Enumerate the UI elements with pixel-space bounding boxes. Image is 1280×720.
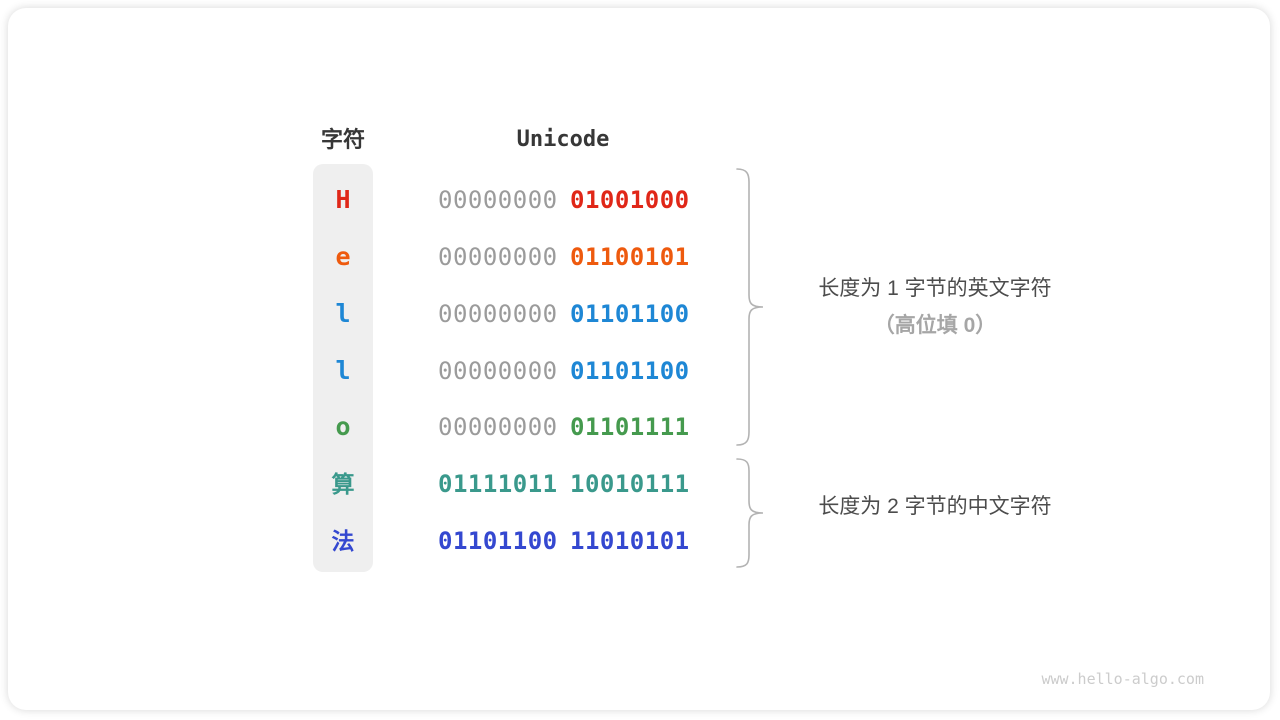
byte-low: 01100101 [570,243,690,271]
char-column-background [313,164,373,572]
byte-high: 00000000 [438,357,558,385]
char-column-header: 字符 [320,127,365,152]
char-cell: 法 [331,528,355,554]
byte-low: 11010101 [570,527,690,555]
one-byte-brace [734,168,768,446]
byte-high: 00000000 [438,413,558,441]
table-row: l 00000000 01101100 [8,351,1280,391]
char-cell: 算 [331,471,355,497]
table-row: e 00000000 01100101 [8,237,1280,277]
byte-high: 01101100 [438,527,558,555]
one-byte-annotation: 长度为 1 字节的英文字符 （高位填 0） [755,270,1115,344]
one-byte-annotation-line2: （高位填 0） [873,314,997,337]
byte-high: 01111011 [438,470,558,498]
curly-brace-icon [736,168,764,446]
byte-high: 00000000 [438,186,558,214]
watermark: www.hello-algo.com [1041,670,1204,688]
table-row: H 00000000 01001000 [8,180,1280,220]
byte-high: 00000000 [438,300,558,328]
byte-low: 01101100 [570,357,690,385]
char-cell: H [335,185,351,214]
table-row: l 00000000 01101100 [8,294,1280,334]
table-row: 算 01111011 10010111 [8,464,1280,504]
table-row: o 00000000 01101111 [8,407,1280,447]
byte-low: 01101111 [570,413,690,441]
one-byte-annotation-line1: 长度为 1 字节的英文字符 [818,277,1052,300]
two-byte-brace [734,458,768,568]
byte-low: 01001000 [570,186,690,214]
char-cell: l [335,299,351,328]
diagram-card: 字符 Unicode H 00000000 01001000 e 0000000… [8,8,1270,710]
byte-low: 10010111 [570,470,690,498]
byte-high: 00000000 [438,243,558,271]
unicode-column-header: Unicode [516,127,610,152]
char-cell: e [335,242,351,271]
char-cell: l [335,356,351,385]
two-byte-annotation-line1: 长度为 2 字节的中文字符 [818,495,1052,518]
two-byte-annotation: 长度为 2 字节的中文字符 [755,488,1115,525]
curly-brace-icon [736,458,764,568]
table-row: 法 01101100 11010101 [8,521,1280,561]
char-cell: o [335,412,351,441]
byte-low: 01101100 [570,300,690,328]
